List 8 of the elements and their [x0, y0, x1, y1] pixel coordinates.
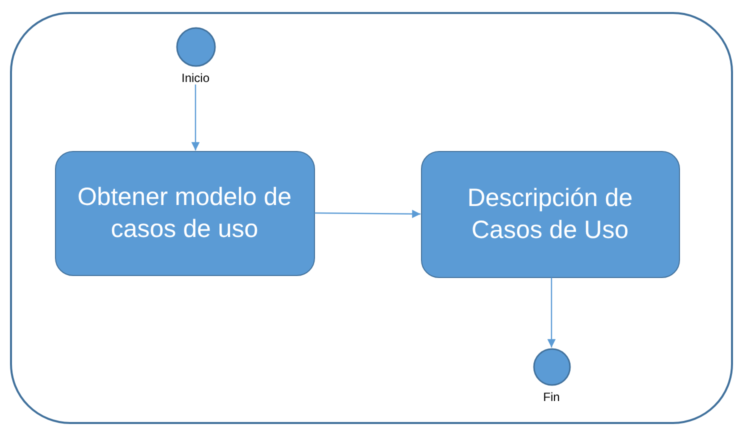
arrow: [547, 278, 556, 348]
state-label: Inicio: [181, 70, 210, 84]
arrow: [314, 210, 420, 218]
state-label: Fin: [543, 390, 560, 404]
container-frame: [10, 12, 733, 424]
process-box: Obtener modelo de casos de uso: [54, 150, 314, 276]
process-box: Descripción de Casos de Uso: [420, 150, 680, 278]
arrow: [191, 84, 200, 150]
